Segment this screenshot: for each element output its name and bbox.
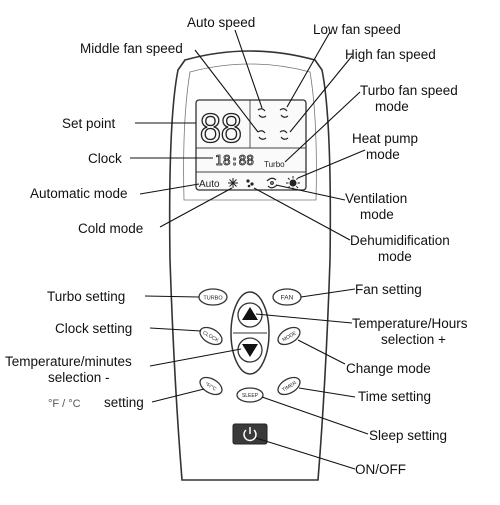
mode-button[interactable]: MODE <box>275 324 303 348</box>
power-button[interactable] <box>232 423 268 445</box>
turbo-text: Turbo <box>264 160 285 169</box>
label-change-mode: Change mode <box>346 361 431 376</box>
temperature-updown-button[interactable] <box>230 291 270 375</box>
triangle-down-icon <box>242 344 258 357</box>
label-clock-setting: Clock setting <box>55 321 132 336</box>
snowflake-icon <box>228 178 238 188</box>
fan-button[interactable]: FAN <box>272 288 302 306</box>
label-auto-speed: Auto speed <box>187 15 255 30</box>
fan-icon <box>279 108 289 118</box>
label-fan-setting: Fan setting <box>355 282 422 297</box>
clock-button[interactable]: CLOCK <box>197 324 225 348</box>
label-ventilation-1: Ventilation <box>345 191 407 206</box>
label-temp-minutes-2: selection - <box>48 370 110 385</box>
label-heat-pump-2: mode <box>366 147 400 162</box>
sun-icon <box>286 176 300 190</box>
power-icon <box>243 427 257 442</box>
label-temp-hours-1: Temperature/Hours <box>352 316 468 331</box>
leader-lines <box>130 29 369 470</box>
turbo-button-label: TURBO <box>203 296 223 302</box>
triangle-up-icon <box>242 307 258 320</box>
auto-text: Auto <box>199 179 220 190</box>
droplet-icon <box>246 179 254 188</box>
label-temp-hours-2: selection + <box>381 332 446 347</box>
label-low-fan-speed: Low fan speed <box>313 22 401 37</box>
label-dehumidification-2: mode <box>378 249 412 264</box>
turbo-button[interactable]: TURBO <box>198 288 228 306</box>
label-clock: Clock <box>88 151 122 166</box>
label-turbo-fan-speed-1: Turbo fan speed <box>360 83 458 98</box>
label-turbo-setting: Turbo setting <box>47 289 125 304</box>
sleep-button[interactable]: SLEEP <box>236 387 264 403</box>
label-unit-setting-word: setting <box>104 395 144 410</box>
lcd-display <box>195 99 307 191</box>
label-sleep-setting: Sleep setting <box>369 428 447 443</box>
label-middle-fan-speed: Middle fan speed <box>80 41 183 56</box>
setpoint-digits: 88 <box>199 107 241 151</box>
fan-icon <box>257 108 267 118</box>
unit-button[interactable]: °F/°C <box>197 374 225 398</box>
fan-icon <box>266 177 278 189</box>
fan-icon <box>279 130 289 140</box>
label-dehumidification-1: Dehumidification <box>350 233 450 248</box>
label-on-off: ON/OFF <box>355 462 406 477</box>
label-ventilation-2: mode <box>360 207 394 222</box>
label-high-fan-speed: High fan speed <box>345 47 436 62</box>
label-temp-minutes-1: Temperature/minutes <box>5 354 132 369</box>
fan-icon <box>257 130 267 140</box>
label-set-point: Set point <box>62 116 116 131</box>
label-cold-mode: Cold mode <box>78 221 143 236</box>
label-turbo-fan-speed-2: mode <box>375 99 409 114</box>
clock-digits: 18:88 <box>215 154 254 169</box>
label-heat-pump-1: Heat pump <box>352 131 418 146</box>
label-time-setting: Time setting <box>358 389 431 404</box>
timer-button[interactable]: TIMER <box>275 374 303 398</box>
unit-button-label: °F/°C <box>204 381 218 392</box>
label-automatic-mode: Automatic mode <box>30 186 128 201</box>
fan-button-label: FAN <box>281 295 294 302</box>
label-unit-setting-units: °F / °C <box>48 398 81 410</box>
sleep-button-label: SLEEP <box>242 393 259 399</box>
